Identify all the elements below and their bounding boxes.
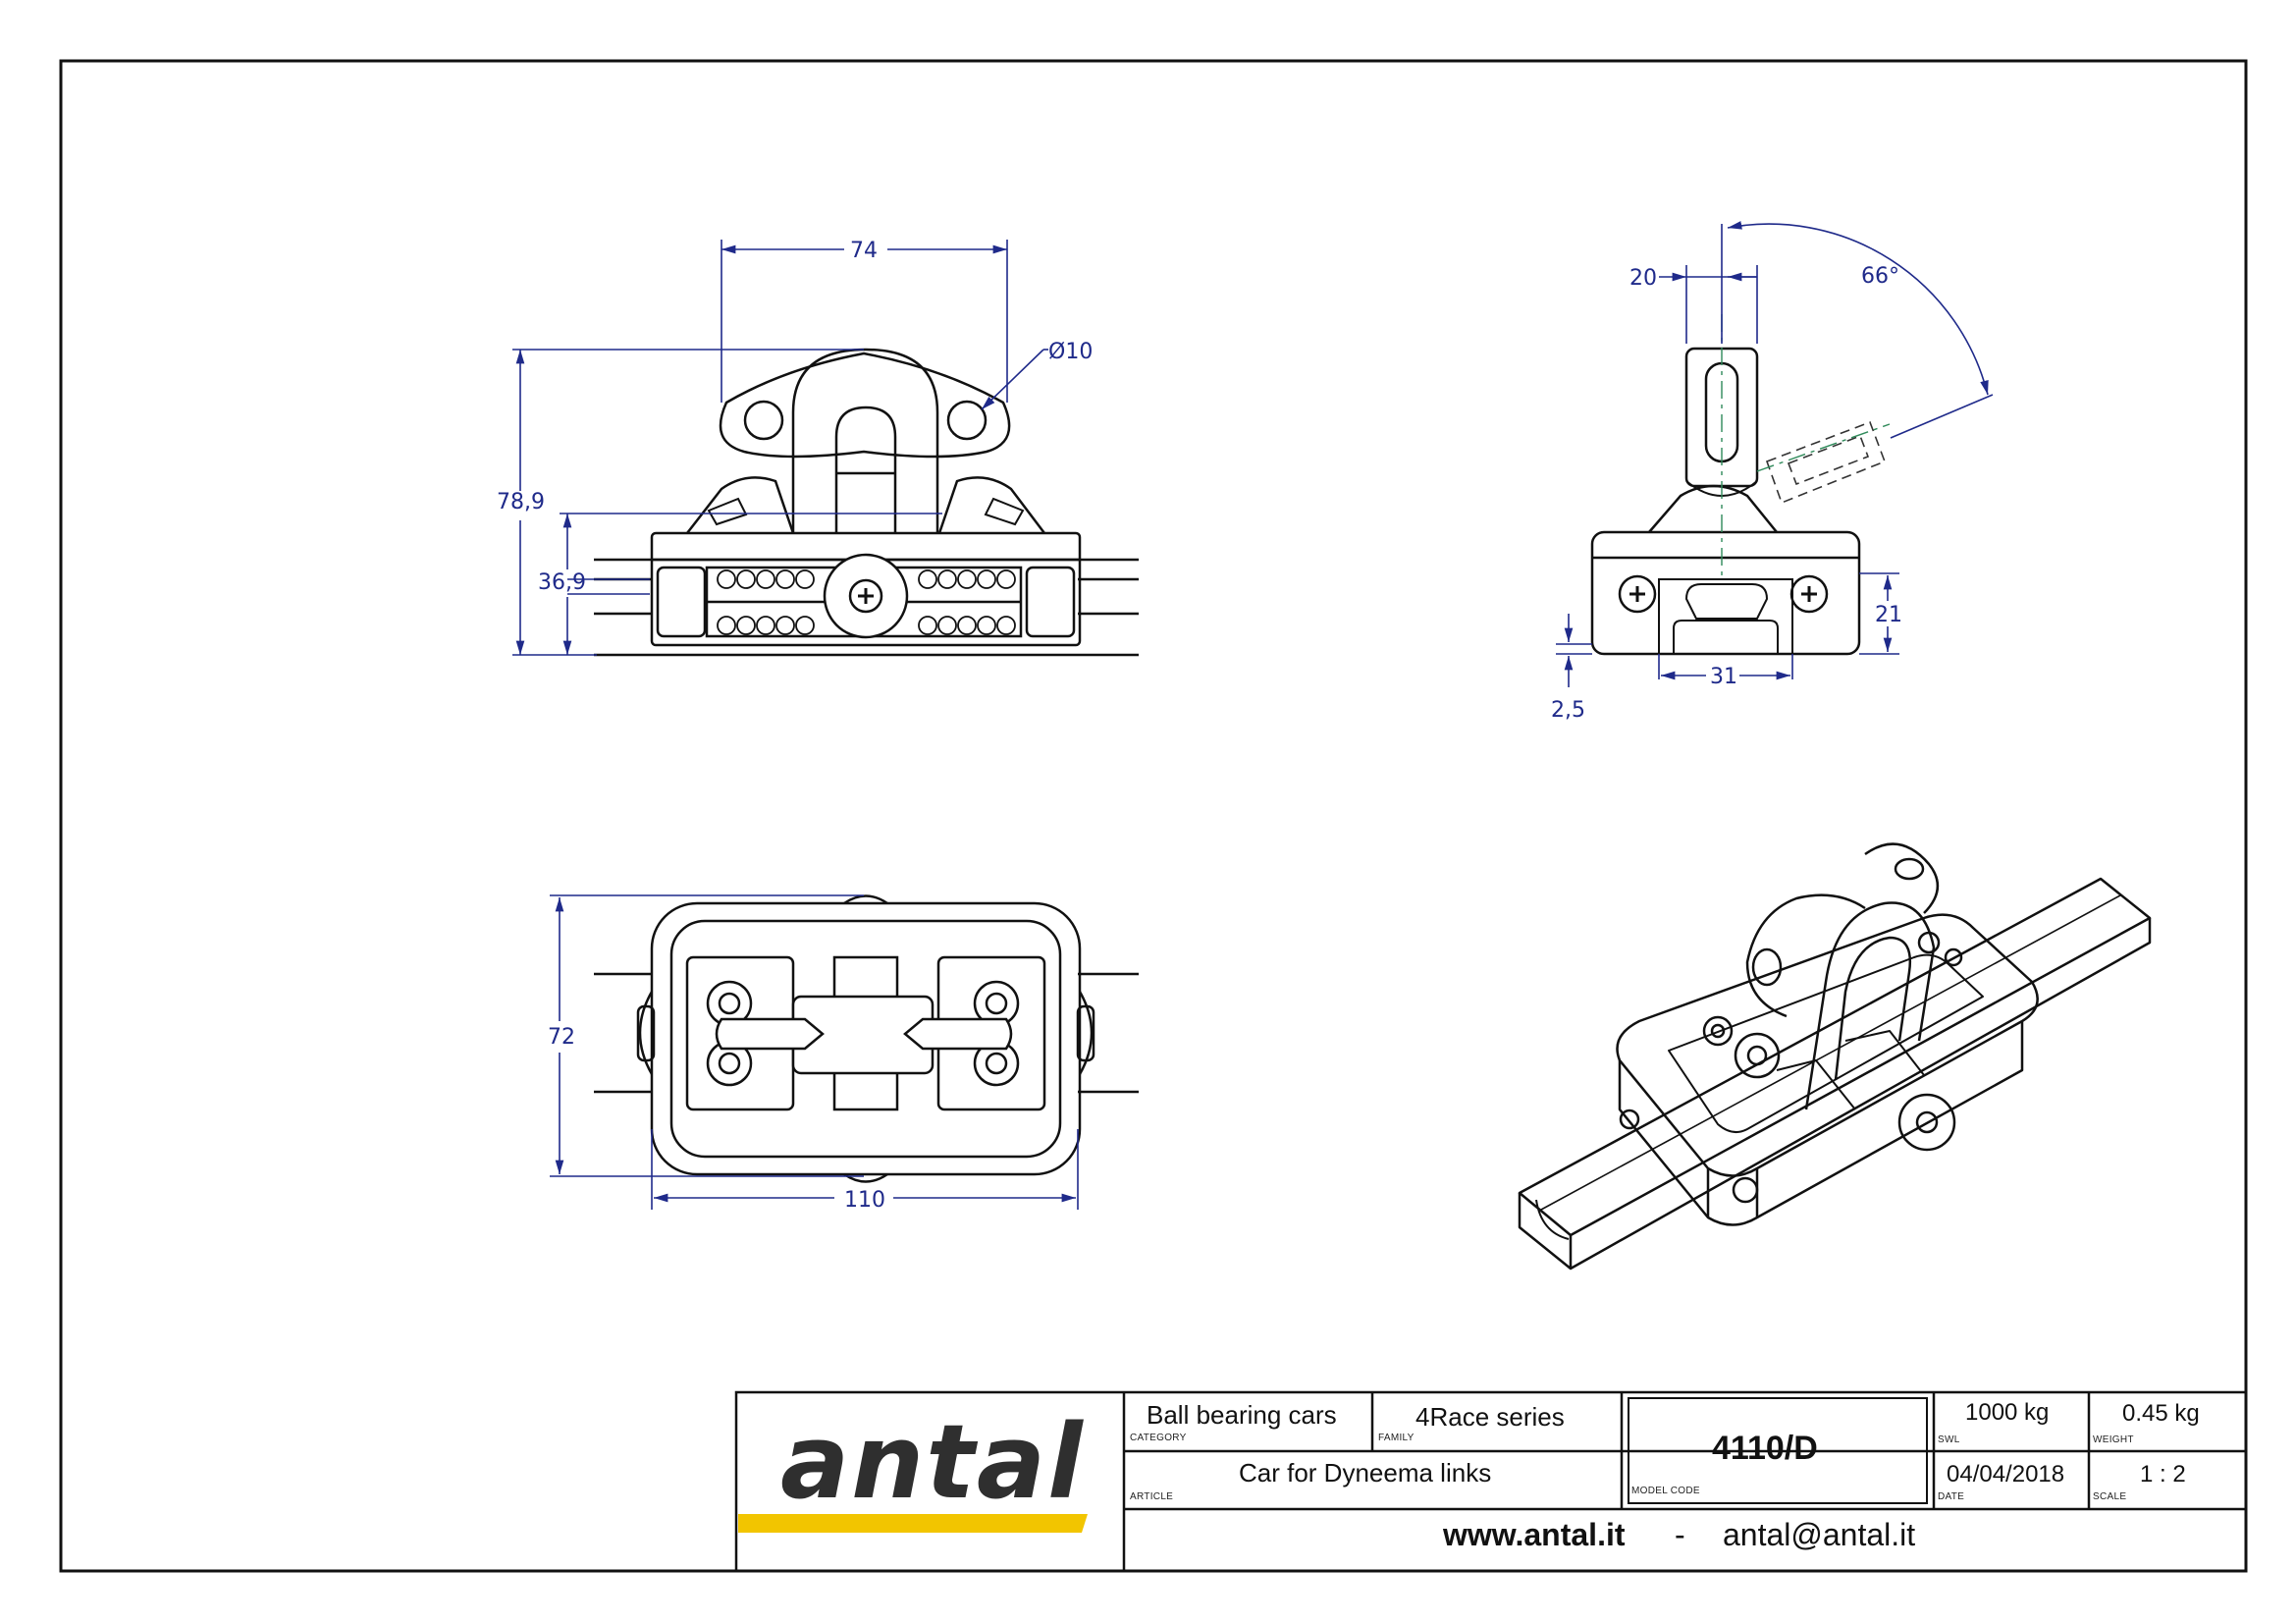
weight-caption: WEIGHT: [2093, 1434, 2134, 1445]
article-caption: ARTICLE: [1130, 1491, 1174, 1502]
dim-tilt-angle: 66°: [1861, 264, 1899, 289]
email-link[interactable]: antal@antal.it: [1723, 1517, 1916, 1552]
dim-track-height: 21: [1875, 603, 1902, 627]
category-value: Ball bearing cars: [1147, 1400, 1337, 1430]
title-block-grid: [734, 1390, 2248, 1573]
plan-view: [594, 894, 1139, 1183]
category-caption: CATEGORY: [1130, 1433, 1187, 1443]
dim-total-height: 78,9: [497, 490, 545, 514]
plan-view-dimensions: [550, 894, 1079, 1210]
dim-body-height: 36,9: [538, 570, 586, 595]
side-view-dimensions: [1556, 221, 1994, 687]
side-view-centerlines: [1721, 314, 1891, 579]
logo-underline-bar: [738, 1514, 1088, 1533]
scale-caption: SCALE: [2093, 1491, 2127, 1502]
weight-value: 0.45 kg: [2122, 1400, 2200, 1427]
family-caption: FAMILY: [1378, 1433, 1415, 1443]
family-value: 4Race series: [1415, 1402, 1565, 1432]
dim-pin-width: 20: [1629, 266, 1657, 291]
dim-hole-diameter: Ø10: [1048, 340, 1093, 364]
date-value: 04/04/2018: [1947, 1461, 2065, 1488]
dim-front-width: 74: [850, 239, 878, 263]
front-view-dimensions: [512, 240, 1048, 656]
side-view: [1590, 347, 1887, 656]
front-view: [594, 348, 1139, 657]
drawing-frame: [59, 59, 2248, 1573]
model-code-caption: MODEL CODE: [1631, 1486, 1700, 1496]
dim-track-width: 31: [1710, 665, 1737, 689]
isometric-view: [1518, 842, 2152, 1271]
antal-logo: antal: [780, 1402, 1085, 1522]
dim-plan-height: 72: [548, 1025, 575, 1050]
date-caption: DATE: [1938, 1491, 1965, 1502]
article-value: Car for Dyneema links: [1239, 1458, 1492, 1488]
dim-plan-length: 110: [844, 1188, 885, 1213]
swl-value: 1000 kg: [1965, 1399, 2050, 1426]
website-link[interactable]: www.antal.it: [1443, 1517, 1626, 1552]
contact-separator: -: [1675, 1517, 1685, 1552]
swl-caption: SWL: [1938, 1434, 1960, 1445]
model-code-value: 4110/D: [1712, 1430, 1818, 1467]
scale-value: 1 : 2: [2140, 1461, 2186, 1488]
dim-clearance: 2,5: [1551, 698, 1585, 723]
